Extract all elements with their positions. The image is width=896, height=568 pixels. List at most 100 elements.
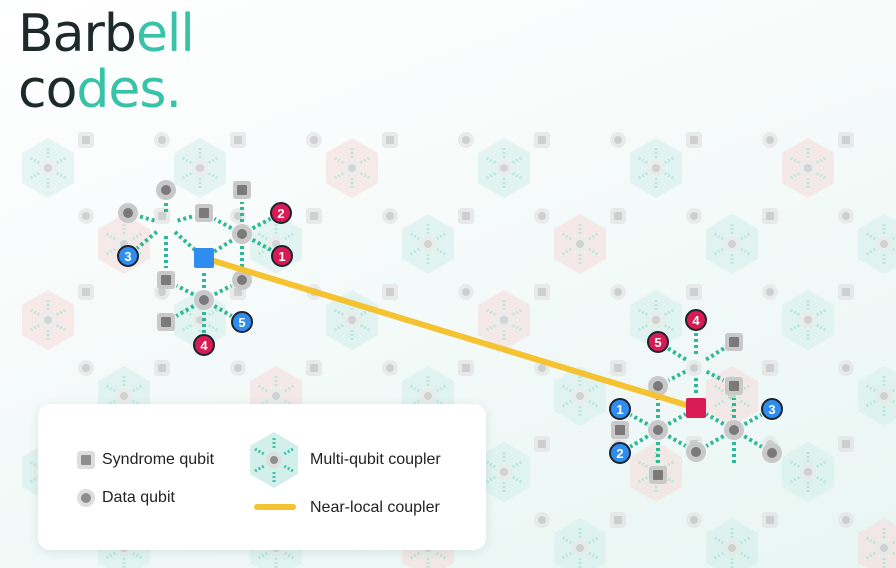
- coupler-spoke: [283, 551, 295, 560]
- coupler-spoke: [511, 308, 523, 317]
- coupler-spoke: [105, 232, 117, 241]
- data-qubit: [686, 512, 702, 528]
- coupler-spoke: [713, 399, 725, 408]
- coupler-spoke: [739, 551, 751, 560]
- legend-syndrome-label: Syndrome qubit: [102, 451, 215, 468]
- coupler-cell: [478, 138, 530, 198]
- syndrome-qubit: [838, 436, 854, 452]
- active-coupler-spoke: [667, 434, 687, 448]
- coupler-spoke: [663, 308, 675, 317]
- data-qubit-core: [728, 544, 736, 552]
- data-qubit-core: [652, 316, 660, 324]
- coupler-spoke: [283, 384, 295, 393]
- syndrome-qubit: [458, 208, 474, 224]
- coupler-spoke: [511, 156, 523, 165]
- title-line2-dark: co: [18, 60, 77, 120]
- syndrome-qubit: [838, 284, 854, 300]
- active-coupler-spoke: [213, 283, 233, 297]
- active-syndrome-qubit-core: [615, 425, 625, 435]
- coupler-spoke: [333, 156, 345, 165]
- coupler-spoke: [485, 156, 497, 165]
- coupler-spoke: [333, 308, 345, 317]
- coupler-cell: [782, 290, 834, 350]
- coupler-cell: [402, 214, 454, 274]
- legend-coupler-label: Multi-qubit coupler: [310, 451, 441, 468]
- syndrome-qubit: [762, 208, 778, 224]
- syndrome-qubit: [382, 132, 398, 148]
- coupler-cell: [554, 214, 606, 274]
- coupler-spoke: [485, 460, 497, 469]
- syndrome-qubit: [610, 208, 626, 224]
- active-coupler-spoke: [213, 238, 233, 254]
- coupler-spoke: [865, 384, 877, 393]
- coupler-spoke: [891, 247, 896, 253]
- active-data-qubit-core: [767, 448, 777, 458]
- data-qubit-core: [804, 164, 812, 172]
- coupler-spoke: [131, 551, 143, 560]
- legend-panel: Syndrome qubit Data qubit Multi-qubit co…: [38, 404, 486, 550]
- coupler-cell: [554, 366, 606, 426]
- data-qubit-core: [804, 468, 812, 476]
- active-coupler-spoke: [173, 230, 197, 252]
- data-qubit-core: [44, 316, 52, 324]
- active-data-qubit-core: [161, 185, 171, 195]
- data-qubit-core: [576, 544, 584, 552]
- coupler-cell: [554, 518, 606, 568]
- coupler-cell: [782, 138, 834, 198]
- coupler-spoke: [181, 308, 193, 317]
- active-data-qubit-core: [729, 425, 739, 435]
- coupler-spoke: [739, 536, 751, 545]
- coupler-spoke: [865, 232, 877, 241]
- svg-text:2: 2: [616, 446, 623, 461]
- coupler-spoke: [359, 156, 371, 165]
- coupler-hexagon: [858, 518, 896, 568]
- data-qubit: [838, 512, 854, 528]
- data-qubit-core: [576, 392, 584, 400]
- red-syndrome-node: [686, 398, 706, 418]
- coupler-spoke: [257, 232, 269, 241]
- coupler-spoke: [511, 323, 523, 332]
- coupler-spoke: [131, 384, 143, 393]
- active-data-qubit-core: [237, 229, 247, 239]
- badge-right-5: 5: [647, 331, 669, 353]
- coupler-spoke: [181, 171, 193, 180]
- coupler-spoke: [789, 171, 801, 180]
- coupler-spoke: [789, 308, 801, 317]
- coupler-spoke: [207, 156, 219, 165]
- coupler-spoke: [815, 460, 827, 469]
- coupler-spoke: [333, 171, 345, 180]
- syndrome-qubit: [610, 360, 626, 376]
- data-qubit: [838, 360, 854, 376]
- coupler-spoke: [815, 171, 827, 180]
- coupler-spoke: [637, 323, 649, 332]
- coupler-spoke: [713, 232, 725, 241]
- coupler-spoke: [739, 247, 751, 256]
- coupler-spoke: [105, 551, 117, 560]
- coupler-cell: [22, 138, 74, 198]
- coupler-spoke: [409, 232, 421, 241]
- coupler-cell: [326, 138, 378, 198]
- coupler-spoke: [815, 156, 827, 165]
- active-coupler-spoke: [135, 230, 159, 250]
- data-qubit-core: [880, 392, 888, 400]
- coupler-spoke: [485, 475, 497, 484]
- badge-right-2: 2: [609, 442, 631, 464]
- syndrome-qubit: [686, 132, 702, 148]
- svg-text:3: 3: [768, 402, 775, 417]
- badge-right-3: 3: [761, 398, 783, 420]
- coupler-spoke: [739, 232, 751, 241]
- badge-left-4: 4: [193, 334, 215, 356]
- data-qubit: [610, 284, 626, 300]
- coupler-spoke: [561, 536, 573, 545]
- active-syndrome-qubit-core: [729, 381, 739, 391]
- coupler-spoke: [587, 384, 599, 393]
- syndrome-qubit: [458, 360, 474, 376]
- active-coupler-spoke: [213, 217, 233, 230]
- data-qubit-core: [272, 392, 280, 400]
- coupler-spoke: [713, 384, 725, 393]
- coupler-spoke: [637, 475, 649, 484]
- title-line1-teal: ell: [135, 4, 195, 64]
- badge-left-2: 2: [270, 202, 292, 224]
- coupler-spoke: [891, 235, 896, 241]
- active-coupler-spoke: [667, 346, 687, 362]
